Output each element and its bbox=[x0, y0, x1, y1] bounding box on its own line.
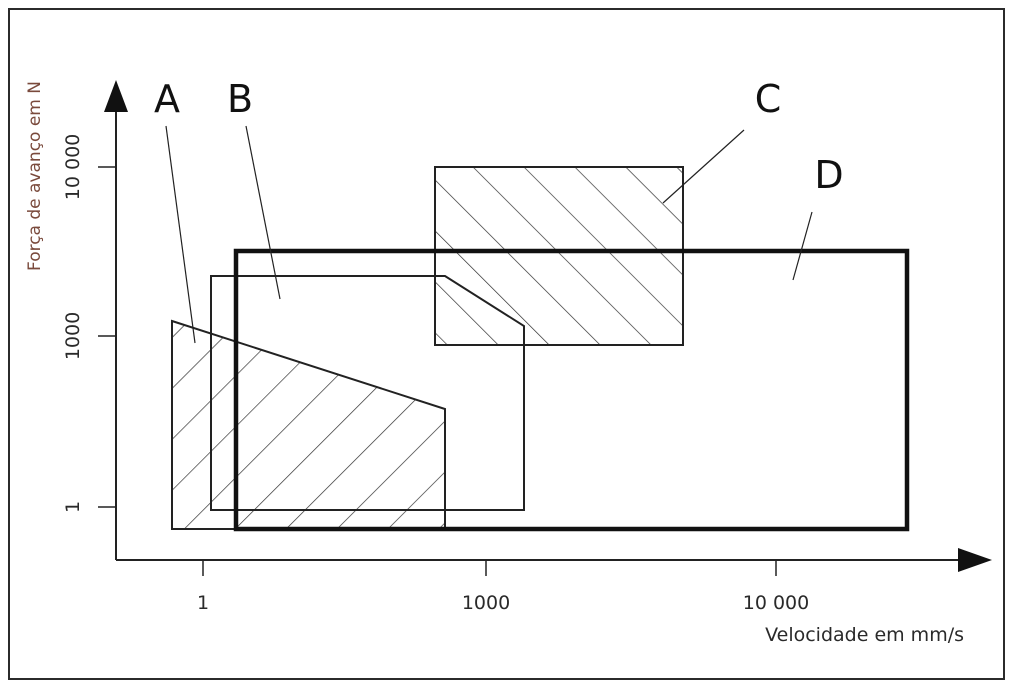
leader-line-c bbox=[662, 129, 745, 204]
y-tick-label-1000: 1000 bbox=[62, 312, 84, 360]
x-tick-label-10000: 10 000 bbox=[743, 592, 809, 614]
y-axis-arrow bbox=[104, 80, 128, 112]
region-c-shape bbox=[434, 166, 684, 346]
axes bbox=[98, 80, 992, 576]
x-axis-title: Velocidade em mm/s bbox=[765, 624, 964, 646]
region-a-shape bbox=[171, 319, 446, 530]
region-d-shape bbox=[233, 248, 910, 532]
y-tick-label-10000: 10 000 bbox=[62, 134, 84, 200]
leader-line-b bbox=[245, 125, 281, 300]
x-tick-label-1: 1 bbox=[197, 592, 209, 614]
region-d-label: D bbox=[814, 153, 843, 197]
region-b-label: B bbox=[227, 77, 253, 121]
leader-line-a bbox=[165, 125, 196, 344]
x-axis-arrow bbox=[958, 548, 992, 572]
y-axis-title: Força de avanço em N bbox=[25, 81, 45, 271]
leader-line-d bbox=[792, 211, 813, 281]
region-b-shape bbox=[210, 275, 525, 511]
region-c-label: C bbox=[755, 77, 782, 121]
x-tick-label-1000: 1000 bbox=[462, 592, 510, 614]
y-tick-label-1: 1 bbox=[62, 501, 84, 513]
region-a-label: A bbox=[154, 77, 180, 121]
